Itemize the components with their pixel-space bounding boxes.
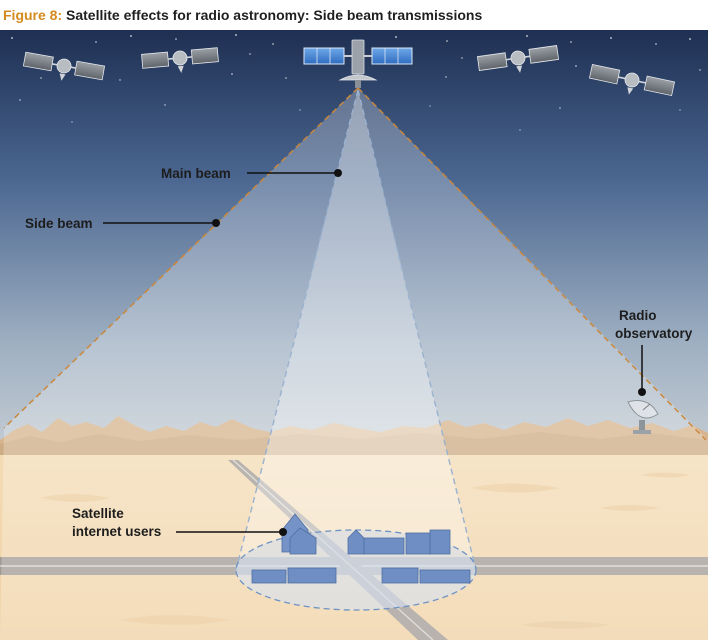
house-icon <box>281 513 317 555</box>
radio-observatory-label-line1: Radio <box>619 308 657 323</box>
satellite-icon <box>588 63 676 97</box>
stars <box>11 34 701 131</box>
sky <box>0 30 708 450</box>
leader-users <box>176 528 287 536</box>
ground-texture <box>40 472 690 629</box>
users-label-line1: Satellite <box>72 506 124 521</box>
building-icon <box>347 529 451 555</box>
satellite-icon <box>476 45 560 73</box>
figure-title: Figure 8: Satellite effects for radio as… <box>3 7 482 23</box>
side-beam-label: Side beam <box>25 216 93 231</box>
main-beam-label: Main beam <box>161 166 231 181</box>
satellite-icon <box>303 39 413 88</box>
side-beam <box>0 88 708 640</box>
leader-side-beam <box>103 219 220 227</box>
figure-title-text: Satellite effects for radio astronomy: S… <box>66 7 483 23</box>
users-label-line2: internet users <box>72 524 161 539</box>
radio-dish-icon <box>627 400 659 434</box>
mountain-shade <box>0 432 708 455</box>
leader-main-beam <box>247 169 342 177</box>
satellite-icon <box>22 51 106 81</box>
leader-observatory <box>638 345 646 396</box>
radio-observatory-label-line2: observatory <box>615 326 693 341</box>
village <box>251 513 471 584</box>
figure-number: Figure 8: <box>3 7 63 23</box>
satellite-icon <box>141 47 219 73</box>
diagram-scene: Main beam Side beam Radio observatory Sa… <box>0 30 708 640</box>
main-beam <box>236 90 476 610</box>
